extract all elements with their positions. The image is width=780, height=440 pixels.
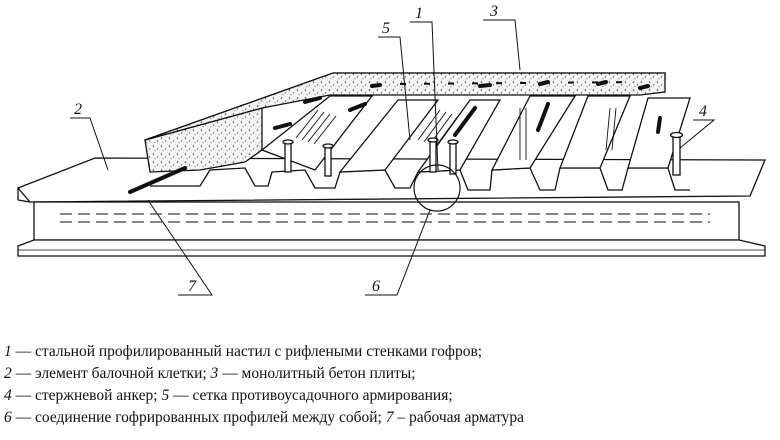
legend-text: — сетка противоусадочного армирования; <box>169 387 453 404</box>
legend-item: 4 — стержневой анкер; 5 — сетка противоу… <box>4 385 774 407</box>
deck-rib-2 <box>338 99 440 173</box>
legend-number: 4 <box>4 387 12 404</box>
legend-number: 1 <box>4 343 12 360</box>
callout-7: 7 <box>188 278 197 295</box>
structural-diagram: 1 5 3 4 2 7 6 <box>16 3 766 296</box>
anchor <box>324 145 332 177</box>
anchor <box>672 134 681 176</box>
callout-6: 6 <box>372 278 380 295</box>
legend-text: — стальной профилированный настил с рифл… <box>11 343 483 360</box>
beam-web <box>33 201 740 241</box>
concrete-slab <box>143 72 666 173</box>
profile-joint-circle <box>413 164 461 212</box>
legend-number: 3 <box>210 365 219 382</box>
callout-3: 3 <box>489 3 498 20</box>
steel-beam <box>16 157 766 257</box>
leader-lines <box>70 19 716 296</box>
figure-legend: 1 — стальной профилированный настил с ри… <box>4 341 774 429</box>
anti-shrinkage-mesh <box>399 81 641 85</box>
callout-1: 1 <box>415 5 423 22</box>
legend-number: 6 <box>4 409 12 426</box>
legend-text: — элемент балочной клетки; <box>11 365 211 382</box>
callout-2: 2 <box>74 101 82 118</box>
anchor <box>284 141 292 173</box>
legend-text: — соединение гофрированных профилей межд… <box>11 409 386 426</box>
anchor <box>429 139 437 173</box>
legend-item: 1 — стальной профилированный настил с ри… <box>4 341 774 363</box>
legend-text: — монолитный бетон плиты; <box>218 365 416 382</box>
legend-number: 7 <box>385 409 394 426</box>
deck-rib-4 <box>490 95 577 171</box>
callout-5: 5 <box>382 20 390 37</box>
beam-bottom-flange <box>17 239 766 257</box>
legend-text: – рабочая арматура <box>393 409 525 426</box>
legend-text: — стержневой анкер; <box>11 387 162 404</box>
legend-number: 5 <box>161 387 170 404</box>
anchors <box>282 131 684 177</box>
legend-item: 2 — элемент балочной клетки; 3 — монолит… <box>4 363 774 385</box>
slab-side-section <box>144 72 666 141</box>
legend-item: 6 — соединение гофрированных профилей ме… <box>4 407 774 429</box>
legend-number: 2 <box>4 365 12 382</box>
deck-rib-5 <box>559 95 631 169</box>
slab-front-section <box>144 107 263 173</box>
callout-4: 4 <box>699 103 707 120</box>
